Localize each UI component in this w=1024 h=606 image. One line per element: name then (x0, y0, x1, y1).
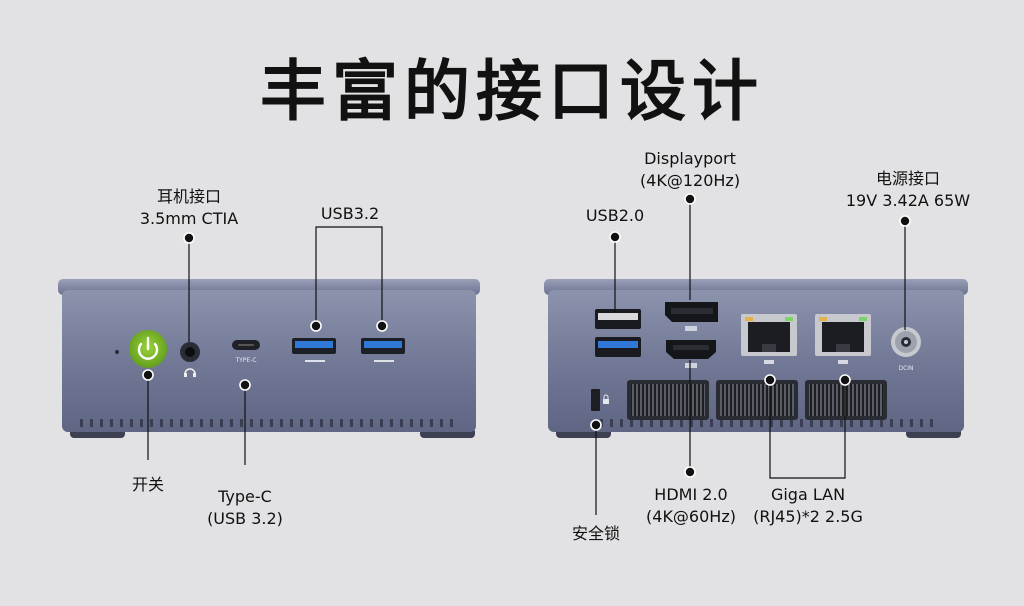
label-hdmi-line2: (4K@60Hz) (646, 507, 736, 526)
lock-icon (603, 394, 609, 404)
headphone-icon (184, 368, 196, 377)
dcin-print: DCIN (898, 365, 913, 372)
typec-print: TYPE-C (234, 357, 256, 364)
usb32-port-2[interactable] (361, 338, 405, 354)
power-button[interactable] (129, 330, 167, 368)
page-title: 丰富的接口设计 (260, 53, 764, 130)
lan-port-2[interactable] (815, 314, 871, 356)
usb-ss-icon (305, 360, 394, 362)
cooling-vent-1 (627, 380, 709, 420)
lan-port-1[interactable] (741, 314, 797, 356)
usb20-port-2[interactable] (595, 337, 641, 357)
network-icon (764, 360, 848, 364)
label-lan-line1: Giga LAN (770, 485, 846, 504)
label-power: 开关 (131, 475, 164, 494)
label-typec-line2: (USB 3.2) (207, 509, 283, 528)
cooling-vent-2 (716, 380, 798, 420)
hdmi-icon (685, 363, 697, 368)
dp-icon (685, 326, 697, 331)
label-displayport: Displayport (4K@120Hz) (628, 148, 752, 192)
power-icon (137, 342, 159, 360)
typec-port[interactable] (232, 340, 260, 350)
label-headphone: 耳机接口 3.5mm CTIA (129, 186, 249, 230)
headphone-jack[interactable] (180, 342, 200, 362)
label-headphone-line2: 3.5mm CTIA (139, 209, 239, 228)
dcin-port[interactable] (891, 327, 921, 357)
label-lan: Giga LAN (RJ45)*2 2.5G (746, 484, 870, 528)
label-dcin-line1: 电源接口 (875, 169, 940, 188)
label-lan-line2: (RJ45)*2 2.5G (753, 507, 863, 526)
usb32-port-1[interactable] (292, 338, 336, 354)
label-dcin: 电源接口 19V 3.42A 65W (838, 168, 978, 212)
led-indicator (115, 350, 119, 354)
cooling-vent-3 (805, 380, 887, 420)
label-lock: 安全锁 (571, 524, 620, 543)
displayport-port[interactable] (665, 302, 718, 322)
label-displayport-line2: (4K@120Hz) (639, 171, 741, 190)
label-usb20: USB2.0 (585, 206, 645, 225)
security-lock-slot[interactable] (591, 389, 600, 411)
hdmi-port[interactable] (666, 340, 716, 359)
front-device (58, 226, 480, 465)
label-typec-line1: Type-C (218, 487, 272, 506)
label-displayport-line1: Displayport (644, 149, 736, 168)
back-device: DCIN (544, 193, 968, 515)
usb20-port-1[interactable] (595, 309, 641, 329)
label-hdmi-line1: HDMI 2.0 (654, 485, 728, 504)
label-headphone-line1: 耳机接口 (156, 187, 221, 206)
label-usb32: USB3.2 (320, 204, 380, 223)
label-dcin-line2: 19V 3.42A 65W (845, 191, 971, 210)
label-typec: Type-C (USB 3.2) (195, 486, 295, 530)
label-hdmi: HDMI 2.0 (4K@60Hz) (636, 484, 746, 528)
